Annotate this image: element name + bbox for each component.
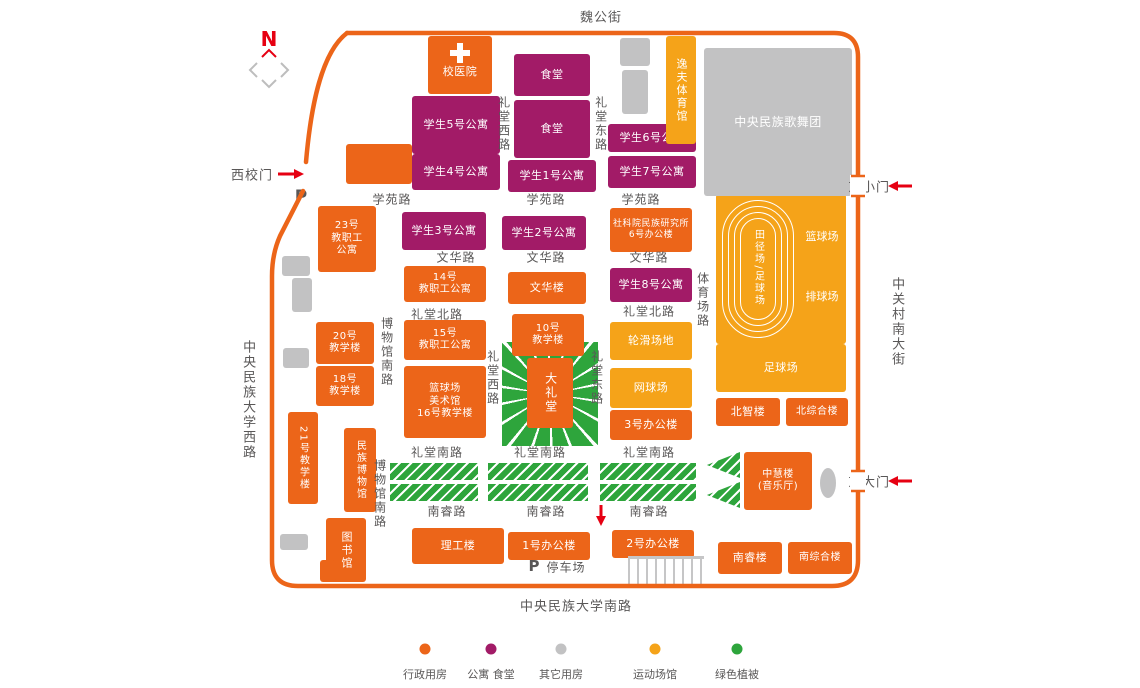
road-label: 中关村南大街 <box>889 277 905 367</box>
legend-dot-other <box>555 643 567 655</box>
legend-label-admin: 行政用房 <box>403 668 447 681</box>
legend-dot-dorm <box>485 643 497 655</box>
gate-label: 西校门 <box>230 168 274 184</box>
legend-dot-green <box>731 643 743 655</box>
road-label: 中央民族大学南路 <box>519 599 633 615</box>
road-label: 魏公街 <box>579 10 623 26</box>
legend-dot-sports <box>649 643 661 655</box>
legend-label-dorm: 公寓 食堂 <box>467 668 515 681</box>
legend-dot-admin <box>419 643 431 655</box>
legend-label-green: 绿色植被 <box>715 668 759 681</box>
legend-label-other: 其它用房 <box>539 668 583 681</box>
legend-label-sports: 运动场馆 <box>633 668 677 681</box>
road-label: 中央民族大学西路 <box>240 340 256 460</box>
